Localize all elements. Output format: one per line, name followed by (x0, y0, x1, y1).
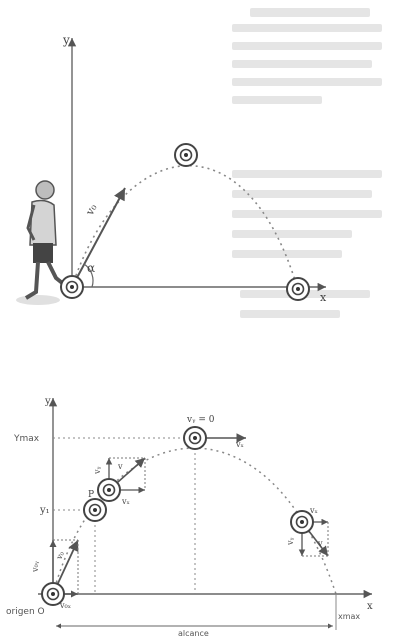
apex-vx-label: vₓ (235, 440, 244, 449)
top-y-axis-label: y (62, 33, 70, 47)
v0x-label: v₀ₓ (59, 601, 71, 610)
bottom-ball-ascending (97, 478, 121, 502)
origin-label: origen O (6, 607, 45, 617)
top-diagram: y x v₀ α (16, 33, 327, 305)
top-trajectory-curve (71, 165, 299, 291)
bottom-diagram: y x Ymax y₁ origen O xmax alcance v₀ᵧ v₀… (6, 396, 373, 637)
desc-v-label: v (317, 539, 323, 548)
p-label: P (88, 490, 94, 500)
xmax-label: xmax (338, 612, 360, 621)
asc-v-label: v (117, 462, 123, 471)
top-angle-arc (83, 263, 94, 288)
top-ball-start (60, 275, 84, 299)
top-ball-end (286, 277, 310, 301)
soccer-player-illustration (16, 180, 68, 305)
bottom-ball-apex (183, 426, 207, 450)
bottom-y-axis-label: y (44, 396, 51, 407)
bottom-ball-origin (41, 582, 65, 606)
apex-vy-zero-label: vᵧ = 0 (186, 415, 215, 425)
origin-v0-label: v₀ (54, 550, 66, 562)
range-label: alcance (178, 629, 209, 637)
origin-vectors: v₀ᵧ v₀ₓ v₀ (31, 539, 79, 610)
top-v0-vector (71, 187, 126, 288)
asc-vy-label: vᵧ (93, 466, 102, 475)
asc-vx-label: vₓ (121, 497, 130, 506)
top-v0-label: v₀ (83, 201, 100, 218)
top-x-axis-label: x (320, 291, 327, 304)
top-ball-apex (174, 143, 198, 167)
bottom-ball-descending (290, 510, 314, 534)
bottom-x-axis-label: x (367, 601, 373, 612)
ymax-label: Ymax (13, 434, 40, 444)
bottom-ball-p (83, 498, 107, 522)
top-angle-label: α (87, 261, 95, 275)
desc-vx-label: vₓ (309, 506, 318, 515)
v0y-label: v₀ᵧ (31, 561, 40, 573)
desc-vy-label: vᵧ (286, 537, 295, 546)
y1-label: y₁ (39, 505, 50, 516)
